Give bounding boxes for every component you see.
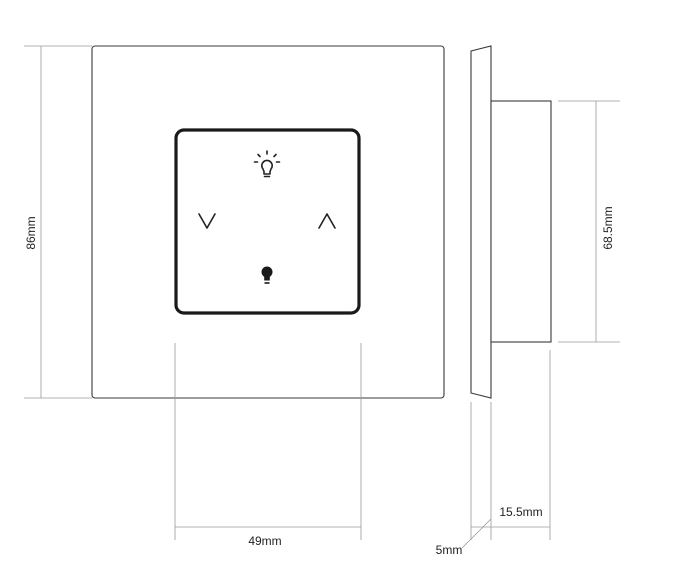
dimension-panel-width: 49mm (174, 343, 362, 548)
dimension-module-depth: 15.5mm (490, 350, 551, 540)
side-view: 68.5mm 15.5mm 5mm (436, 45, 620, 557)
dimension-label-height-front: 86mm (24, 216, 38, 249)
chevron-down-icon (198, 213, 216, 229)
front-view: 86mm 49mm (24, 45, 445, 548)
dimension-label-module-height: 68.5mm (601, 206, 615, 249)
touch-panel (174, 128, 361, 315)
dimension-frame-depth: 5mm (436, 402, 492, 557)
side-module (490, 100, 552, 343)
chevron-up-icon (318, 213, 336, 229)
light-off-icon (261, 266, 273, 284)
dimension-module-height: 68.5mm (558, 100, 620, 343)
light-on-icon (253, 150, 281, 178)
dimension-label-module-depth: 15.5mm (499, 505, 542, 519)
side-frame (470, 45, 492, 399)
dimension-label-panel-width: 49mm (248, 534, 281, 548)
dimension-label-frame-depth: 5mm (436, 543, 463, 557)
dimension-height-front: 86mm (24, 45, 92, 399)
